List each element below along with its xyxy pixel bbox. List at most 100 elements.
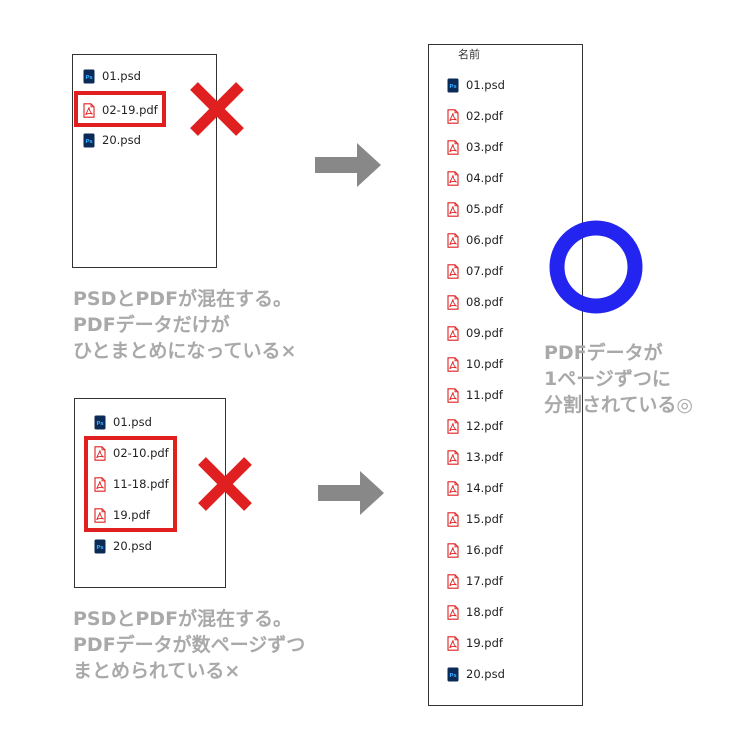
file-name: 04.pdf (466, 171, 503, 185)
file-item[interactable]: 11.pdf (447, 385, 503, 405)
pdf-file-icon (447, 511, 459, 527)
svg-text:Ps: Ps (449, 673, 457, 679)
file-name: 14.pdf (466, 481, 503, 495)
pdf-file-icon (447, 232, 459, 248)
pdf-file-icon (447, 108, 459, 124)
file-name: 13.pdf (466, 450, 503, 464)
pdf-file-icon (447, 449, 459, 465)
file-item[interactable]: 06.pdf (447, 230, 503, 250)
column-header-name[interactable]: 名前 (458, 48, 480, 61)
pdf-file-icon (447, 542, 459, 558)
file-item[interactable]: 02.pdf (447, 106, 503, 126)
file-item[interactable]: 19.pdf (447, 633, 503, 653)
caption-line: ひとまとめになっている× (73, 340, 297, 362)
psd-file-icon: Ps (83, 69, 95, 83)
file-item[interactable]: 13.pdf (447, 447, 503, 467)
file-item[interactable]: Ps 01.psd (94, 412, 152, 432)
file-item[interactable]: 11-18.pdf (94, 474, 169, 494)
file-name: 11.pdf (466, 388, 503, 402)
pdf-file-icon (94, 507, 106, 523)
caption-line: PDFデータだけが (73, 314, 230, 336)
pdf-file-icon (447, 356, 459, 372)
file-item[interactable]: 05.pdf (447, 199, 503, 219)
svg-text:Ps: Ps (85, 75, 93, 81)
file-name: 08.pdf (466, 295, 503, 309)
file-item[interactable]: 14.pdf (447, 478, 503, 498)
file-item[interactable]: 10.pdf (447, 354, 503, 374)
caption-result: PDFデータが 1ページずつに 分割されている◎ (544, 340, 693, 418)
caption-line: PSDとPDFが混在する。 (73, 608, 293, 630)
file-item[interactable]: 12.pdf (447, 416, 503, 436)
pdf-file-icon (94, 476, 106, 492)
psd-file-icon: Ps (447, 78, 459, 92)
file-name: 05.pdf (466, 202, 503, 216)
file-name: 19.pdf (466, 636, 503, 650)
file-name: 19.pdf (113, 508, 150, 522)
pdf-file-icon (447, 604, 459, 620)
pdf-file-icon (447, 139, 459, 155)
file-name: 20.psd (113, 539, 152, 553)
file-item[interactable]: 03.pdf (447, 137, 503, 157)
file-item[interactable]: 17.pdf (447, 571, 503, 591)
file-item[interactable]: 09.pdf (447, 323, 503, 343)
pdf-file-icon (447, 170, 459, 186)
file-name: 01.psd (466, 78, 505, 92)
pdf-file-icon (447, 263, 459, 279)
file-item[interactable]: 04.pdf (447, 168, 503, 188)
pdf-file-icon (447, 201, 459, 217)
file-name: 02-19.pdf (102, 103, 158, 117)
pdf-file-icon (447, 325, 459, 341)
pdf-file-icon (447, 294, 459, 310)
file-item[interactable]: 16.pdf (447, 540, 503, 560)
caption-top-example: PSDとPDFが混在する。 PDFデータだけが ひとまとめになっている× (73, 286, 296, 364)
file-name: 02-10.pdf (113, 446, 169, 460)
highlight-box (74, 91, 166, 127)
file-name: 09.pdf (466, 326, 503, 340)
file-name: 15.pdf (466, 512, 503, 526)
file-name: 03.pdf (466, 140, 503, 154)
pdf-file-icon (447, 635, 459, 651)
bottom-example-file-panel (74, 398, 226, 588)
file-name: 16.pdf (466, 543, 503, 557)
file-name: 01.psd (113, 415, 152, 429)
file-name: 06.pdf (466, 233, 503, 247)
file-item[interactable]: Ps 20.psd (83, 130, 141, 150)
file-item[interactable]: Ps 20.psd (94, 536, 152, 556)
caption-line: 1ページずつに (544, 368, 671, 390)
psd-file-icon: Ps (447, 667, 459, 681)
file-name: 17.pdf (466, 574, 503, 588)
highlight-box (84, 436, 177, 532)
file-item[interactable]: 15.pdf (447, 509, 503, 529)
caption-bottom-example: PSDとPDFが混在する。 PDFデータが数ページずつ まとめられている× (73, 606, 305, 684)
file-item[interactable]: 08.pdf (447, 292, 503, 312)
file-item[interactable]: Ps 01.psd (447, 75, 505, 95)
svg-text:Ps: Ps (85, 139, 93, 145)
file-item[interactable]: 02-10.pdf (94, 443, 169, 463)
file-item[interactable]: Ps 01.psd (83, 66, 141, 86)
file-name: 20.psd (102, 133, 141, 147)
file-name: 01.psd (102, 69, 141, 83)
arrow-right-icon (318, 471, 384, 515)
file-item[interactable]: 02-19.pdf (83, 100, 158, 120)
file-item[interactable]: 18.pdf (447, 602, 503, 622)
pdf-file-icon (94, 445, 106, 461)
circle-mark-icon (549, 220, 643, 314)
file-name: 10.pdf (466, 357, 503, 371)
file-name: 11-18.pdf (113, 477, 169, 491)
cross-mark-icon (190, 82, 244, 136)
svg-text:Ps: Ps (96, 545, 104, 551)
file-name: 18.pdf (466, 605, 503, 619)
pdf-file-icon (447, 573, 459, 589)
pdf-file-icon (447, 418, 459, 434)
file-item[interactable]: 07.pdf (447, 261, 503, 281)
caption-line: PSDとPDFが混在する。 (73, 288, 293, 310)
psd-file-icon: Ps (94, 415, 106, 429)
caption-line: まとめられている× (73, 660, 241, 682)
file-name: 02.pdf (466, 109, 503, 123)
cross-mark-icon (198, 457, 252, 511)
pdf-file-icon (447, 387, 459, 403)
file-item[interactable]: 19.pdf (94, 505, 150, 525)
result-file-panel (428, 44, 583, 706)
caption-line: 分割されている◎ (544, 394, 694, 416)
